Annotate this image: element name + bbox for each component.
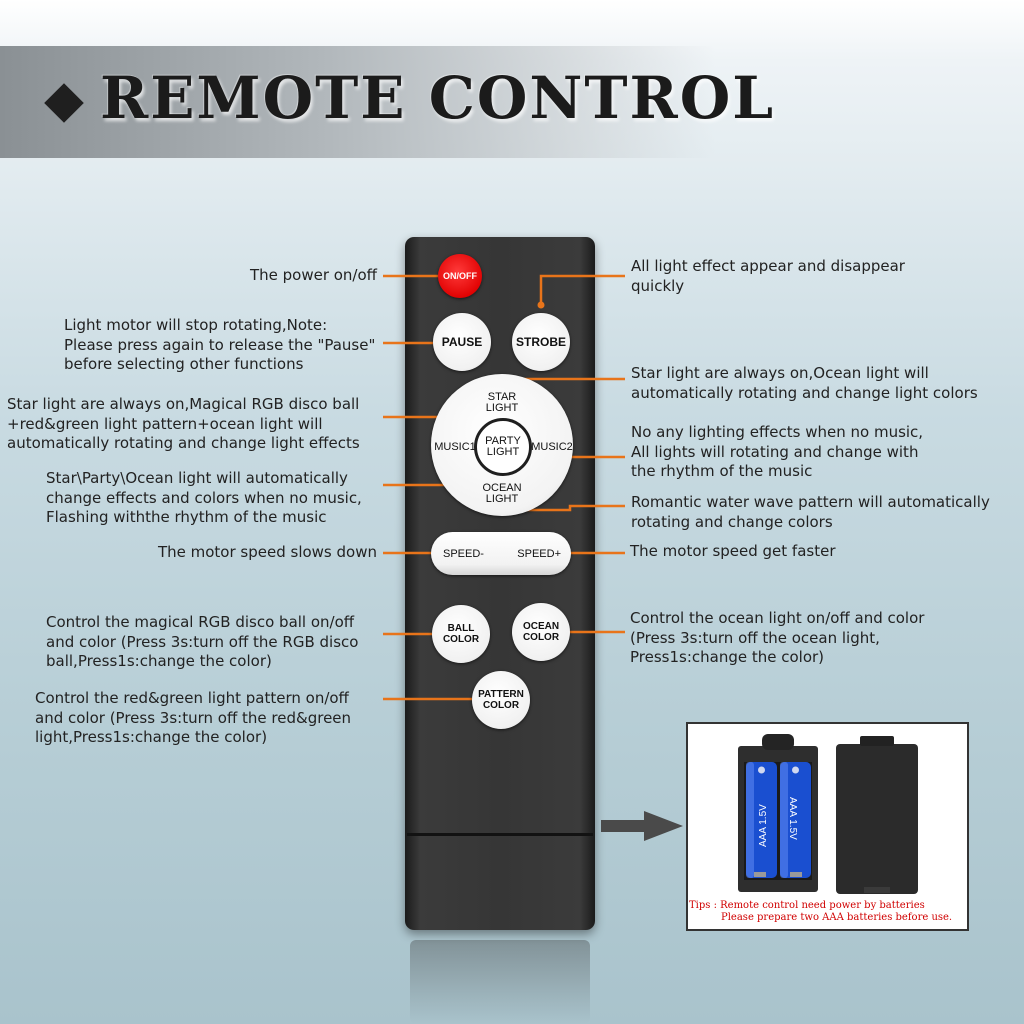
annotation-power: The power on/off (249, 266, 377, 284)
party-light-button[interactable]: PARTY LIGHT (474, 418, 532, 476)
speed-minus-button[interactable]: SPEED- (443, 548, 484, 560)
strobe-button[interactable]: STROBE (512, 313, 570, 371)
pause-button[interactable]: PAUSE (433, 313, 491, 371)
remote-divider (407, 833, 593, 836)
annotation-ocean-color: Control the ocean light on/off and color… (630, 609, 925, 666)
ocean-light-button[interactable]: OCEAN LIGHT (482, 482, 522, 505)
ocean-color-button[interactable]: OCEAN COLOR (512, 603, 570, 661)
annotation-ocean-light: Romantic water wave pattern will automat… (631, 493, 990, 531)
battery-info-box (686, 722, 969, 931)
annotation-music2: No any lighting effects when no music, A… (631, 423, 924, 480)
music1-button[interactable]: MUSIC1 (434, 441, 476, 453)
leader-strobe (539, 274, 625, 305)
annotation-star-light: Star light are always on,Ocean light wil… (631, 364, 978, 402)
leader-ocean-light (505, 504, 625, 512)
annotation-ball-color: Control the magical RGB disco ball on/of… (46, 613, 359, 670)
speed-plus-button[interactable]: SPEED+ (517, 548, 561, 560)
arrow-right-icon (601, 811, 683, 841)
pattern-color-button[interactable]: PATTERN COLOR (472, 671, 530, 729)
annotation-strobe: All light effect appear and disappear qu… (631, 257, 905, 295)
annotation-speed-minus: The motor speed slows down (157, 543, 377, 561)
annotation-party-light: Star light are always on,Magical RGB dis… (7, 395, 360, 452)
battery-icon: AAA 1.5V AAA 1.5V (738, 734, 918, 894)
remote-reflection (410, 940, 590, 1024)
tips-line-1: Tips : Remote control need power by batt… (689, 900, 925, 911)
ball-color-button[interactable]: BALL COLOR (432, 605, 490, 663)
annotation-speed-plus: The motor speed get faster (630, 542, 836, 560)
power-button[interactable]: ON/OFF (438, 254, 482, 298)
battery-tips: Tips : Remote control need power by batt… (689, 900, 967, 924)
star-light-button[interactable]: STAR LIGHT (485, 391, 519, 414)
header-banner (0, 46, 715, 158)
tips-line-2: Please prepare two AAA batteries before … (721, 912, 953, 923)
annotation-music1: Star\Party\Ocean light will automaticall… (46, 469, 362, 526)
speed-bar: SPEED- SPEED+ (431, 532, 571, 575)
battery-label-1: AAA 1.5V (758, 804, 769, 847)
battery-label-2: AAA 1.5V (787, 797, 798, 840)
annotation-pattern-color: Control the red&green light pattern on/o… (35, 689, 352, 746)
annotation-pause: Light motor will stop rotating,Note: Ple… (64, 316, 376, 373)
music2-button[interactable]: MUSIC2 (531, 441, 573, 453)
page-title: REMOTE CONTROL (100, 64, 776, 132)
